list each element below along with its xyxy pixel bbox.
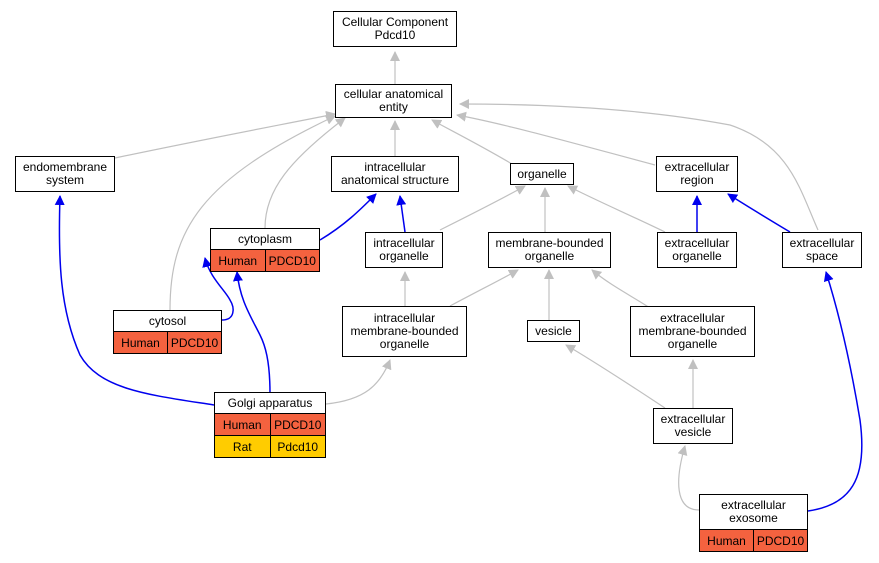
annotation-row-golgi-rat: Rat Pdcd10: [214, 436, 326, 458]
edge-embo-mbo: [591, 269, 651, 309]
species-cell: Human: [121, 335, 160, 350]
node-organelle[interactable]: organelle: [510, 163, 574, 185]
node-label: extracellular organelle: [664, 236, 730, 263]
node-golgi-apparatus[interactable]: Golgi apparatus: [214, 392, 326, 414]
node-label: vesicle: [535, 323, 572, 338]
annotation-row-golgi-human: Human PDCD10: [214, 414, 326, 436]
node-label: extracellular exosome: [721, 498, 786, 525]
edge-imbo-mbo: [449, 269, 519, 307]
node-extracellular-region[interactable]: extracellular region: [656, 156, 738, 192]
node-label: intracellular anatomical structure: [340, 160, 450, 187]
node-label: organelle: [517, 166, 567, 181]
gene-cell: PDCD10: [167, 332, 221, 353]
edge-golgi-imbo: [325, 359, 392, 405]
node-extracellular-vesicle[interactable]: extracellular vesicle: [653, 408, 733, 444]
species-cell: Rat: [232, 439, 252, 454]
edge-intorg-ias: [396, 195, 407, 233]
annotation-row-cytosol: Human PDCD10: [113, 332, 222, 354]
edge-cytoplasm-cae: [264, 117, 346, 229]
annotation-row-exosome: Human PDCD10: [699, 530, 808, 552]
annotation-row-cytoplasm: Human PDCD10: [210, 250, 320, 272]
edge-cytosol-cae: [169, 115, 336, 311]
gene-cell: PDCD10: [753, 530, 807, 551]
node-label: extracellular region: [664, 160, 730, 187]
node-vesicle[interactable]: vesicle: [527, 320, 580, 342]
node-label: extracellular space: [789, 236, 855, 263]
node-label: endomembrane system: [22, 160, 108, 187]
node-intracellular-membrane-bounded-organelle[interactable]: intracellular membrane-bounded organelle: [342, 306, 467, 357]
node-intracellular-organelle[interactable]: intracellular organelle: [365, 232, 443, 268]
edge-cytoplasm-ias: [319, 193, 377, 241]
edge-exves-vesicle: [565, 344, 666, 409]
edge-intorg-organelle: [439, 185, 526, 231]
node-cytoplasm[interactable]: cytoplasm: [210, 228, 320, 250]
edge-exosome-exves: [677, 445, 700, 511]
node-label: extracellular membrane-bounded organelle: [638, 311, 747, 351]
node-label: Golgi apparatus: [227, 395, 313, 410]
species-cell: Human: [218, 253, 258, 268]
edge-organelle-cae: [431, 119, 513, 165]
node-cellular-anatomical-entity[interactable]: cellular anatomical entity: [335, 84, 452, 118]
gene-cell: PDCD10: [269, 414, 326, 435]
node-label: cytoplasm: [237, 231, 293, 246]
node-membrane-bounded-organelle[interactable]: membrane-bounded organelle: [488, 232, 611, 268]
node-extracellular-organelle[interactable]: extracellular organelle: [657, 232, 737, 268]
edge-endo-cae: [114, 110, 336, 159]
node-label: cytosol: [148, 313, 187, 328]
edge-golgi-cytoplasm: [232, 271, 271, 395]
node-label: cellular anatomical entity: [343, 87, 444, 114]
node-extracellular-space[interactable]: extracellular space: [782, 232, 862, 268]
node-cytosol[interactable]: cytosol: [113, 310, 222, 332]
edge-golgi-endo: [54, 195, 215, 406]
node-label: intracellular organelle: [373, 236, 435, 263]
edge-exspace-exreg: [727, 193, 791, 233]
node-intracellular-anatomical-structure[interactable]: intracellular anatomical structure: [331, 156, 459, 192]
node-cellular-component[interactable]: Cellular Component Pdcd10: [333, 11, 457, 47]
edge-exorg-organelle: [567, 185, 666, 233]
species-cell: Human: [707, 533, 746, 548]
node-extracellular-membrane-bounded-organelle[interactable]: extracellular membrane-bounded organelle: [630, 306, 755, 357]
edge-cytosol-cytoplasm: [202, 257, 234, 321]
node-label: intracellular membrane-bounded organelle: [350, 311, 459, 351]
edge-exosome-exspace: [807, 271, 863, 512]
gene-cell: PDCD10: [264, 250, 320, 271]
gene-cell: Pdcd10: [269, 436, 326, 457]
edge-exspace-cae: [459, 99, 819, 231]
edge-exreg-cae: [456, 111, 656, 166]
species-cell: Human: [222, 417, 262, 432]
node-label: membrane-bounded organelle: [495, 236, 604, 263]
node-extracellular-exosome[interactable]: extracellular exosome: [699, 494, 808, 530]
node-label: Cellular Component Pdcd10: [341, 15, 449, 42]
node-label: extracellular vesicle: [660, 412, 726, 439]
node-endomembrane-system[interactable]: endomembrane system: [15, 156, 115, 192]
